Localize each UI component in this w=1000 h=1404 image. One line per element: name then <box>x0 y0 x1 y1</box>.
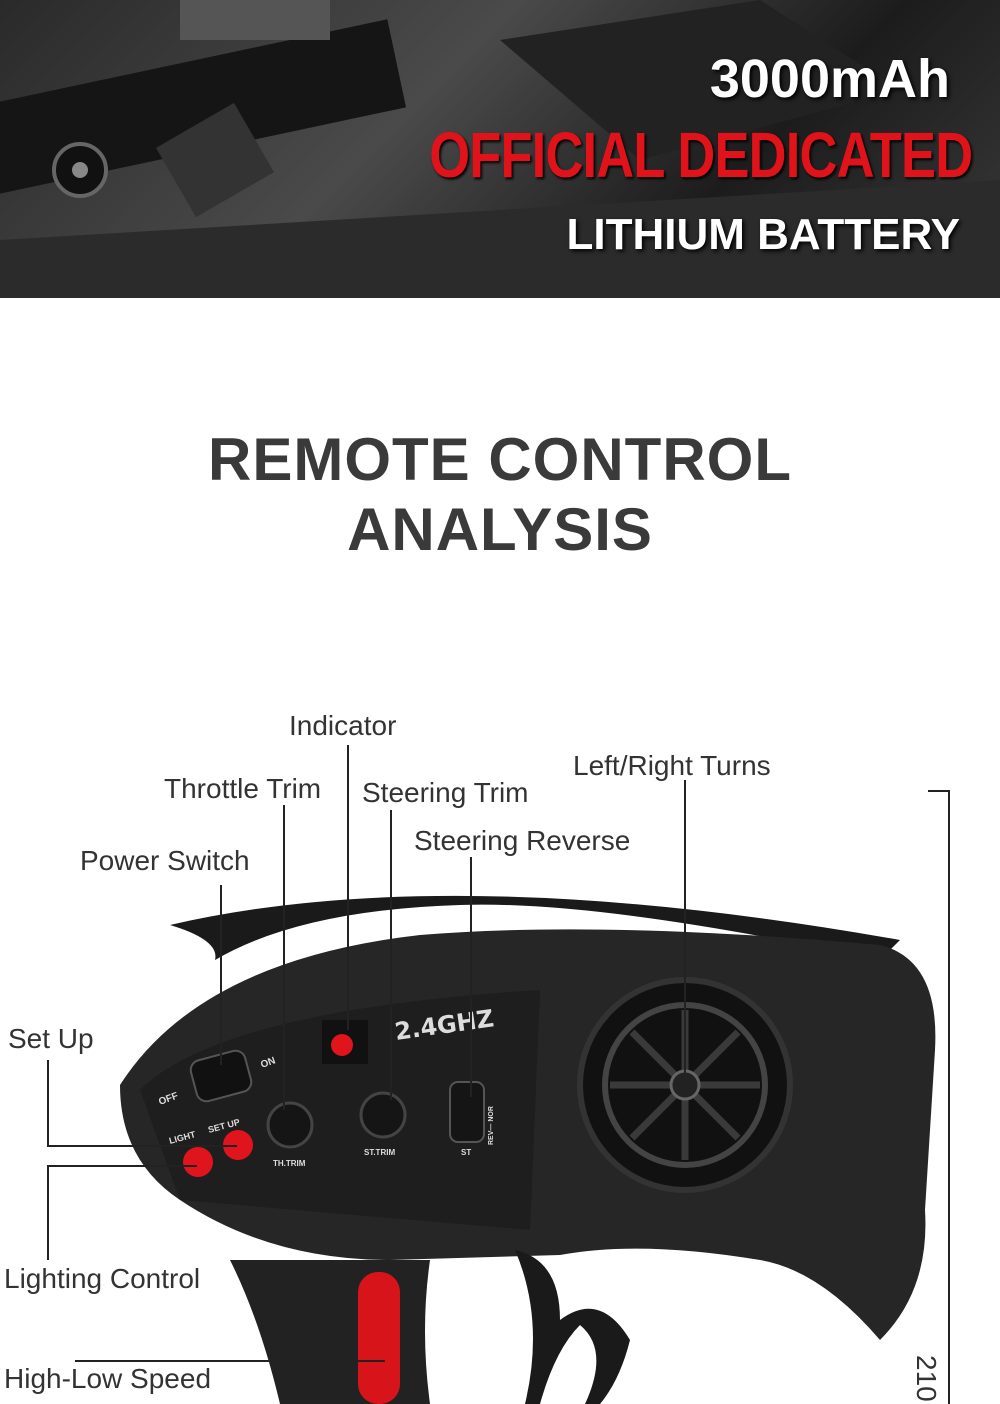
remote-control-image: 2.4GHZ OFF ON LIGHT SET UP TH.TRIM ST.TR… <box>120 895 936 1404</box>
callout-indicator: Indicator <box>289 710 397 741</box>
th-trim-label: TH.TRIM <box>273 1159 306 1168</box>
section-title-line2: ANALYSIS <box>347 496 653 563</box>
st-trim-label: ST.TRIM <box>364 1148 395 1157</box>
callout-steering-reverse: Steering Reverse <box>414 825 631 856</box>
dimension-line <box>948 790 950 1404</box>
capacity-text: 3000mAh <box>709 49 950 109</box>
st-label: ST <box>461 1148 471 1157</box>
on-label: ON <box>259 1055 277 1070</box>
car-chassis-image <box>0 0 1000 298</box>
rev-nor-label: REV— NOR <box>488 1106 495 1145</box>
section-title-line1: REMOTE CONTROL <box>208 426 792 493</box>
dimension-value: 210 <box>911 1355 942 1402</box>
callout-high-low-speed: High-Low Speed <box>4 1363 212 1394</box>
headline-text: OFFICIAL DEDICATED <box>428 119 973 191</box>
callout-set-up: Set Up <box>8 1023 94 1054</box>
callout-steering-trim: Steering Trim <box>362 777 529 808</box>
callout-left-right-turns: Left/Right Turns <box>573 750 771 781</box>
callout-throttle-trim: Throttle Trim <box>164 773 322 804</box>
callout-power-switch: Power Switch <box>80 845 250 876</box>
battery-banner: 3000mAh OFFICIAL DEDICATED LITHIUM BATTE… <box>0 0 1000 298</box>
callout-lighting-control: Lighting Control <box>4 1263 201 1294</box>
subline-text: LITHIUM BATTERY <box>566 210 960 259</box>
